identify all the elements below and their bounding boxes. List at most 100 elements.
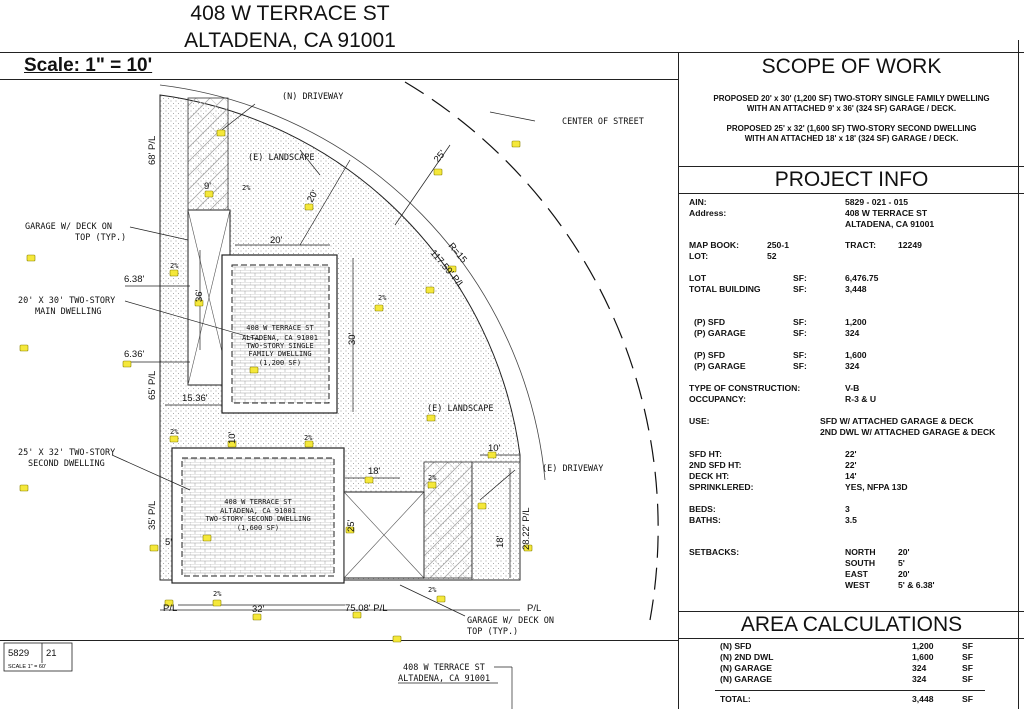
sprinklered-label: SPRINKLERED: [689, 482, 754, 492]
bldg1-line1: 408 W TERRACE ST [246, 324, 314, 332]
slope-6: 2% [428, 474, 437, 482]
dim-6-36: 6.36' [124, 349, 144, 360]
dim-68-pl: 68' P/L [147, 136, 158, 165]
label-new-driveway: (N) DRIVEWAY [282, 92, 343, 102]
info-title-line [679, 193, 1024, 194]
dim-6-38: 6.38' [124, 274, 144, 285]
area-total-unit: SF [962, 694, 973, 704]
setback-east-value: 20' [898, 569, 910, 579]
use-value-2: 2ND DWL W/ ATTACHED GARAGE & DECK [820, 427, 996, 437]
frame-top-line [0, 52, 1024, 53]
p-garage2-unit: SF: [793, 361, 807, 371]
dim-75-08: 75.08' P/L [345, 603, 388, 614]
dim-20-setback: 20' [305, 188, 321, 204]
dim-65-pl: 65' P/L [147, 371, 158, 400]
frame-bottom-line [0, 640, 678, 641]
use-value-1: SFD W/ ATTACHED GARAGE & DECK [820, 416, 974, 426]
bldg1-line5: (1,200 SF) [259, 359, 301, 367]
slope-7: 2% [213, 590, 222, 598]
p-garage-unit: SF: [793, 328, 807, 338]
p-sfd-value: 1,200 [845, 317, 867, 327]
area-row-label: (N) GARAGE [720, 663, 773, 673]
slope-8: 2% [428, 586, 437, 594]
slope-3: 2% [378, 294, 387, 302]
label-garage-deck-1b: TOP (TYP.) [75, 233, 126, 243]
address-heading-line2: ALTADENA, CA 91001 [184, 29, 396, 52]
address-value-1: 408 W TERRACE ST [845, 208, 928, 218]
total-building-value: 3,448 [845, 284, 867, 294]
dim-30: 30' [347, 332, 358, 345]
occupancy-label: OCCUPANCY: [689, 394, 746, 404]
bldg1-line2: ALTADENA, CA 91001 [242, 334, 318, 342]
p-sfd2-label: (P) SFD [694, 350, 726, 360]
slope-2: 2% [170, 262, 179, 270]
slope-5: 2% [304, 434, 313, 442]
scope-title: SCOPE OF WORK [761, 55, 942, 78]
lot-sf-unit: SF: [793, 273, 807, 283]
second-sfd-height-value: 22' [845, 460, 857, 470]
area-row-label: (N) SFD [720, 641, 752, 651]
lot-value: 52 [767, 251, 777, 261]
area-row-unit: SF [962, 652, 973, 662]
slope-4: 2% [170, 428, 179, 436]
area-row-value: 324 [912, 674, 927, 684]
p-sfd2-value: 1,600 [845, 350, 867, 360]
use-label: USE: [689, 416, 710, 426]
title-page-number: 5829 [8, 648, 29, 659]
dim-25-side: 25' [346, 519, 357, 532]
area-total-label: TOTAL: [720, 694, 751, 704]
bottom-addr-1: 408 W TERRACE ST [403, 663, 485, 673]
second-sfd-height-label: 2ND SFD HT: [689, 460, 742, 470]
beds-value: 3 [845, 504, 850, 514]
tract-value: 12249 [898, 240, 922, 250]
dim-35-pl: 35' P/L [147, 501, 158, 530]
sprinklered-value: YES, NFPA 13D [845, 482, 908, 492]
beds-label: BEDS: [689, 504, 716, 514]
review-markers [19, 129, 533, 643]
dim-20-width: 20' [270, 235, 283, 246]
setback-south-label: SOUTH [845, 558, 876, 568]
setback-east-label: EAST [845, 569, 868, 579]
occupancy-value: R-3 & U [845, 394, 877, 404]
p-sfd-unit: SF: [793, 317, 807, 327]
dim-28-22: 28.22' P/L [521, 508, 532, 551]
area-calculations-title: AREA CALCULATIONS [740, 613, 963, 636]
area-row-unit: SF [962, 674, 973, 684]
dim-9: 9' [204, 181, 211, 192]
total-building-label: TOTAL BUILDING [689, 284, 761, 294]
deck-height-value: 14' [845, 471, 857, 481]
setback-south-value: 5' [898, 558, 905, 568]
setback-west-label: WEST [845, 580, 870, 590]
curb-curve [159, 84, 546, 481]
title-sheet-number: 21 [46, 648, 57, 659]
sfd-height-value: 22' [845, 449, 857, 459]
setback-north-value: 20' [898, 547, 910, 557]
frame-right-line [1018, 40, 1019, 709]
setbacks-label: SETBACKS: [689, 547, 740, 557]
scope-p1-line1: PROPOSED 20' x 30' (1,200 SF) TWO-STORY … [713, 94, 990, 103]
area-row-unit: SF [962, 641, 973, 651]
project-info-title: PROJECT INFO [774, 168, 929, 191]
dim-pl: P/L [163, 603, 177, 614]
project-info-title-bar: PROJECT INFO [679, 167, 1024, 193]
label-second-dwelling-2: SECOND DWELLING [28, 459, 105, 469]
area-row-label: (N) 2ND DWL [720, 652, 774, 662]
area-row-value: 324 [912, 663, 927, 673]
p-sfd-label: (P) SFD [694, 317, 726, 327]
dim-18-top: 18' [368, 466, 381, 477]
label-garage-deck-1: GARAGE W/ DECK ON [25, 222, 112, 232]
bldg1-line3: TWO-STORY SINGLE [246, 342, 313, 350]
tract-label: TRACT: [845, 240, 877, 250]
frame-scale-line [0, 79, 678, 80]
scope-paragraph-2: PROPOSED 25' x 32' (1,600 SF) TWO-STORY … [679, 124, 1024, 144]
scope-bottom-line [679, 166, 1024, 167]
setback-west-value: 5' & 6.38' [898, 580, 935, 590]
mapbook-label: MAP BOOK: [689, 240, 739, 250]
bottom-addr-2: ALTADENA, CA 91001 [398, 674, 490, 684]
mapbook-value: 250-1 [767, 240, 789, 250]
dim-36: 36' [194, 289, 205, 302]
lot-sf-value: 6,476.75 [845, 273, 879, 283]
area-row-unit: SF [962, 663, 973, 673]
construction-label: TYPE OF CONSTRUCTION: [689, 383, 801, 393]
dim-10-driveway: 10' [488, 443, 501, 454]
